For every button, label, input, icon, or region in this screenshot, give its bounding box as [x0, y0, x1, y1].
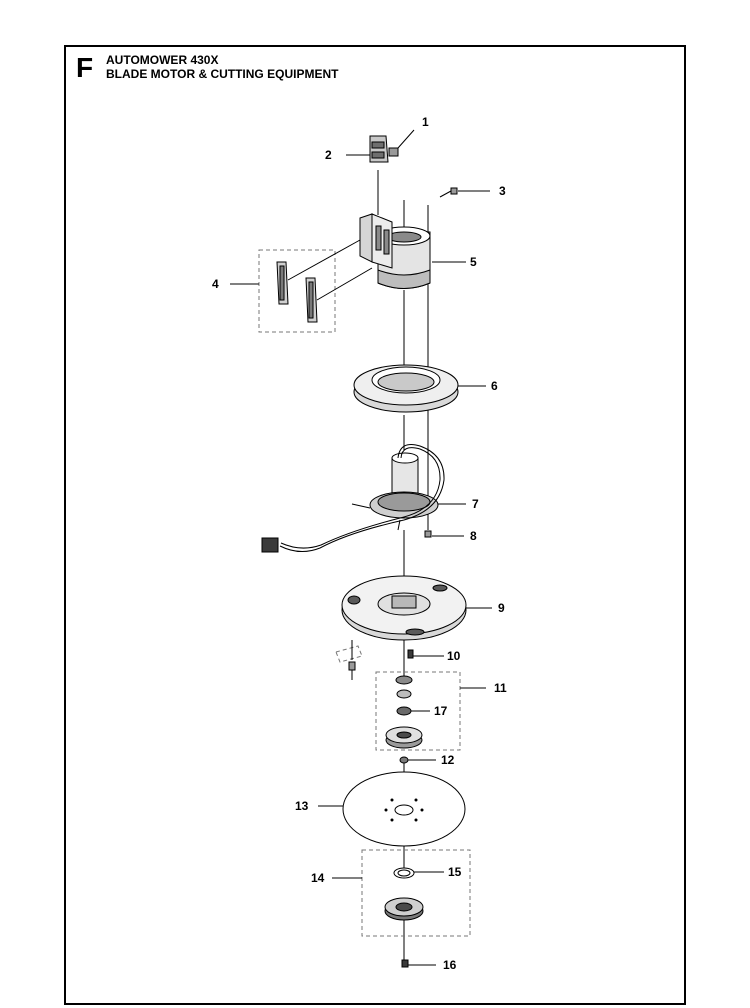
callout-2: 2	[325, 148, 332, 162]
callout-12: 12	[441, 753, 455, 767]
callout-17: 17	[434, 704, 448, 718]
part-14-hub-group	[332, 849, 471, 937]
part-11-bearing-group	[375, 671, 486, 751]
callout-4: 4	[212, 277, 219, 291]
part-4-clip-group	[230, 239, 373, 333]
part-7-blade-motor	[261, 444, 466, 553]
part-3-screw	[439, 187, 490, 198]
callout-3: 3	[499, 184, 506, 198]
part-6-seal-ring	[353, 364, 486, 413]
callout-6: 6	[491, 379, 498, 393]
callout-15: 15	[448, 865, 462, 879]
callout-13: 13	[295, 799, 309, 813]
callout-8: 8	[470, 529, 477, 543]
section-letter: F	[76, 52, 94, 83]
callout-16: 16	[443, 958, 457, 972]
part-9-cover-disc	[341, 575, 492, 641]
loose-fitting	[335, 640, 363, 680]
section-title: BLADE MOTOR & CUTTING EQUIPMENT	[106, 67, 339, 81]
callout-1: 1	[422, 115, 429, 129]
callout-7: 7	[472, 497, 479, 511]
part-13-cutting-disc	[318, 771, 466, 847]
part-8-screw	[424, 530, 464, 538]
part-1-nut	[388, 129, 415, 157]
callout-11: 11	[494, 681, 507, 695]
part-5-motor-housing	[359, 213, 466, 289]
part-10-screw	[407, 649, 444, 659]
callout-5: 5	[470, 255, 477, 269]
model-title: AUTOMOWER 430X	[106, 53, 219, 67]
drawing-frame	[64, 45, 686, 1005]
callout-14: 14	[311, 871, 325, 885]
part-12-nut	[399, 756, 436, 764]
part-2-cable-clip	[346, 135, 389, 163]
callout-10: 10	[447, 649, 461, 663]
callout-9: 9	[498, 601, 505, 615]
part-16-screw	[401, 959, 436, 968]
